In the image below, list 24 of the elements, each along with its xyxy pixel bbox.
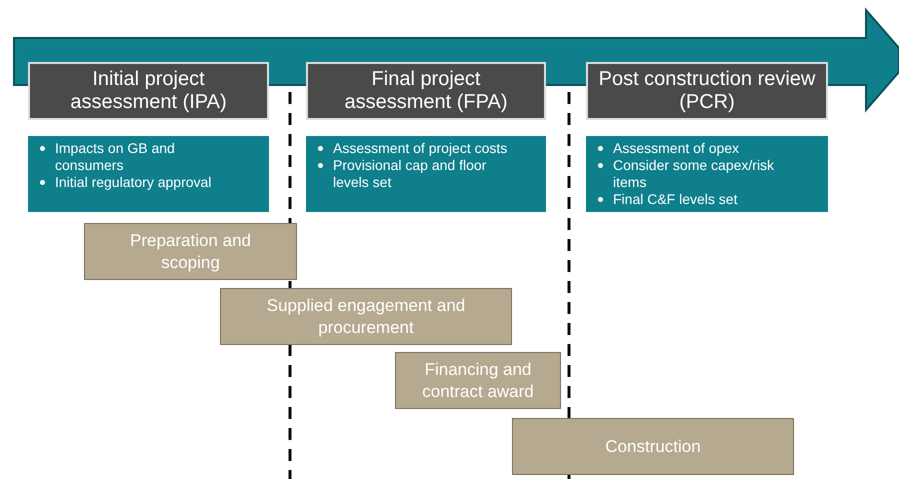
phase-title: Final project assessment (FPA): [344, 68, 508, 114]
phase-header: [28, 62, 269, 120]
activity-bar: [395, 352, 561, 409]
activity-label: Preparation and scoping: [129, 230, 252, 274]
phase-header: [306, 62, 546, 120]
bullet-text: Final C&F levels set: [613, 191, 738, 208]
bullet-text: Consider some capex/risk items: [613, 157, 776, 191]
activity-bar: [512, 418, 794, 475]
bullet-text: Assessment of project costs: [333, 140, 508, 157]
activity-label: Financing and contract award: [421, 358, 535, 402]
info-box: [28, 136, 269, 212]
activity-bar: [84, 223, 297, 280]
phase-header: [586, 62, 828, 120]
activity-label: Construction: [605, 436, 701, 458]
info-box: [586, 136, 828, 212]
activity-bar: [220, 288, 512, 345]
phase-title: Post construction review (PCR): [598, 68, 816, 114]
bullet-text: Assessment of opex: [613, 140, 740, 157]
bullet-text: Provisional cap and floor levels set: [333, 157, 488, 191]
info-box: [306, 136, 546, 212]
bullet-text: Initial regulatory approval: [55, 174, 212, 191]
phase-title: Initial project assessment (IPA): [69, 68, 228, 114]
bullet-text: Impacts on GB and consumers: [55, 140, 176, 174]
activity-label: Supplied engagement and procurement: [266, 294, 466, 338]
